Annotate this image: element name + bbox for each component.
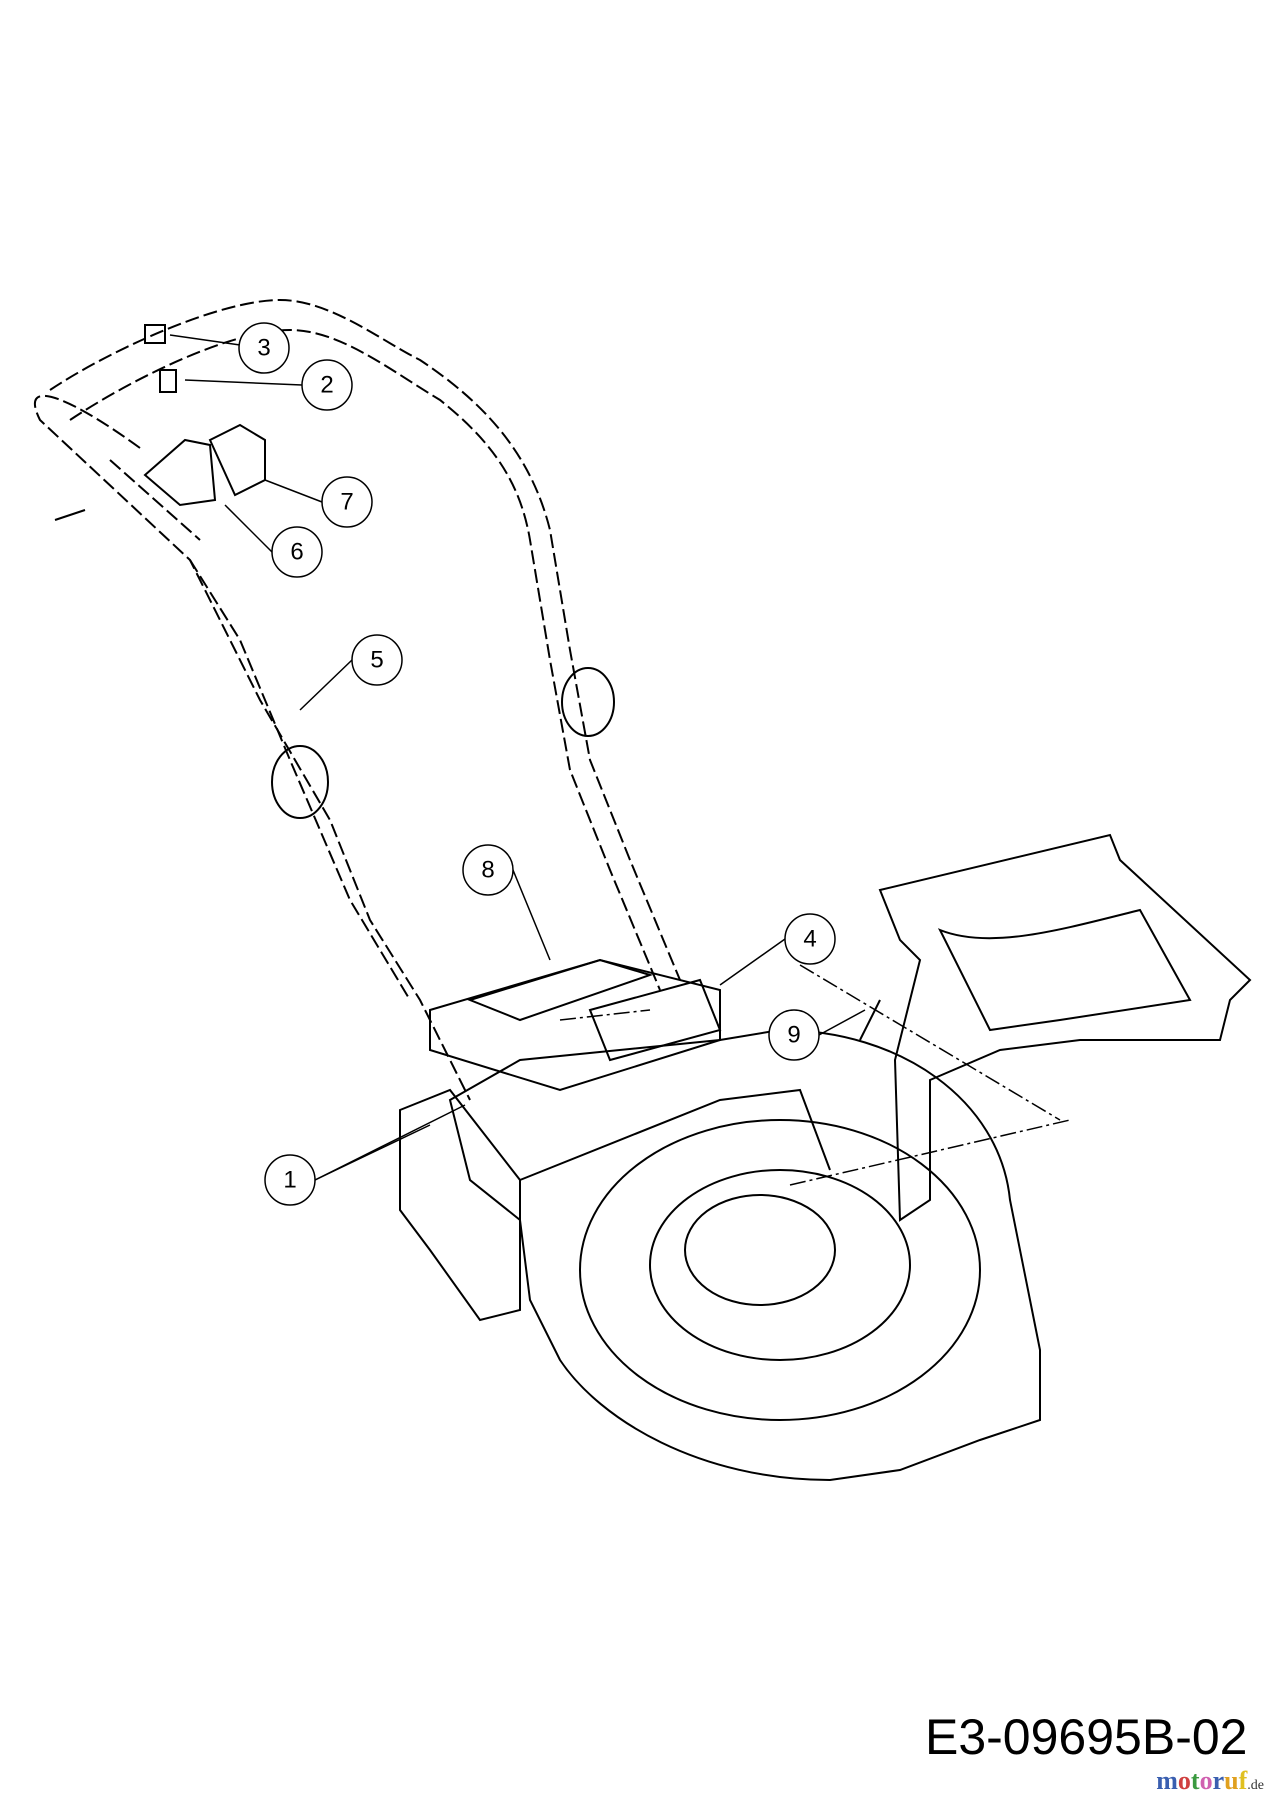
- callout-9: [768, 1009, 820, 1061]
- left-knob: [271, 745, 329, 819]
- callouts: [238, 322, 836, 1206]
- callout-7: [321, 476, 373, 528]
- callout-label: 3: [257, 335, 270, 362]
- handle-bar: [34, 298, 681, 1101]
- battery-cover: [429, 958, 722, 1092]
- callout-8: [462, 844, 514, 896]
- callout-6: [271, 526, 323, 578]
- assembly-lines: [559, 964, 1071, 1186]
- mower-deck: [399, 1028, 1041, 1482]
- callout-label: 5: [370, 647, 383, 674]
- callout-3: [238, 322, 290, 374]
- watermark-logo: motoruf.de: [1156, 1766, 1264, 1795]
- callout-1: [264, 1154, 316, 1206]
- callout-label: 2: [320, 372, 333, 399]
- callout-label: 1: [283, 1167, 296, 1194]
- switch-parts: [54, 324, 266, 521]
- callout-5: [351, 634, 403, 686]
- right-knob: [561, 667, 615, 737]
- drawing-code: E3-09695B-02: [925, 1709, 1248, 1765]
- callout-label: 4: [803, 926, 816, 953]
- grass-catcher: [859, 833, 1252, 1222]
- callout-label: 8: [481, 857, 494, 884]
- callout-leaders: [169, 334, 866, 1181]
- callout-label: 9: [787, 1022, 800, 1049]
- callout-label: 6: [290, 539, 303, 566]
- callout-4: [784, 913, 836, 965]
- callout-label: 7: [340, 489, 353, 516]
- callout-2: [301, 359, 353, 411]
